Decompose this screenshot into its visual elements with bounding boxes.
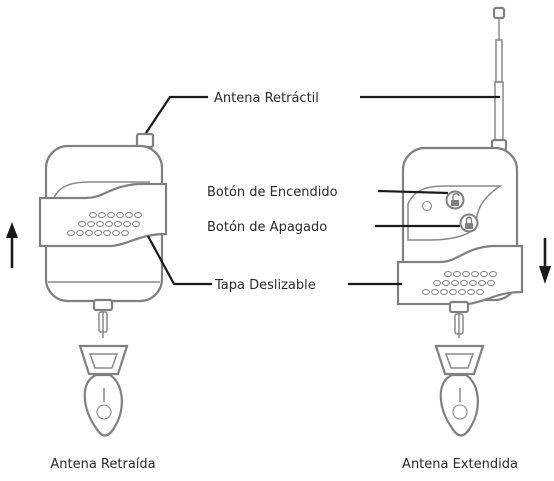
leader-power-on [377,189,449,195]
label-power-off-button: Botón de Apagado [207,220,327,235]
lock-icon [465,216,473,229]
button-panel [407,185,503,241]
caption-left-device: Antena Retraída [50,457,155,472]
power-on-button[interactable] [445,190,465,210]
left-cover-grip-holes [67,211,142,237]
extended-antenna [490,6,508,152]
label-antenna-retractable: Antena Retráctil [214,91,319,106]
right-remote [396,6,551,437]
left-keychain-clip [78,298,129,437]
led-indicator [421,200,433,212]
caption-right-device: Antena Extendida [402,457,518,472]
leader-cover-left [147,235,212,286]
left-remote [6,132,168,437]
label-sliding-cover: Tapa Deslizable [214,278,316,293]
arrow-up-icon [6,222,18,268]
right-keychain-clip [434,300,485,437]
power-off-button[interactable] [459,213,479,233]
leader-antenna-left [145,95,208,134]
label-power-on-button: Botón de Encendido [207,185,338,200]
arrow-down-icon [539,238,551,284]
unlock-icon [451,193,460,206]
leader-lines [145,95,500,286]
right-cover-grip-holes [422,270,497,296]
